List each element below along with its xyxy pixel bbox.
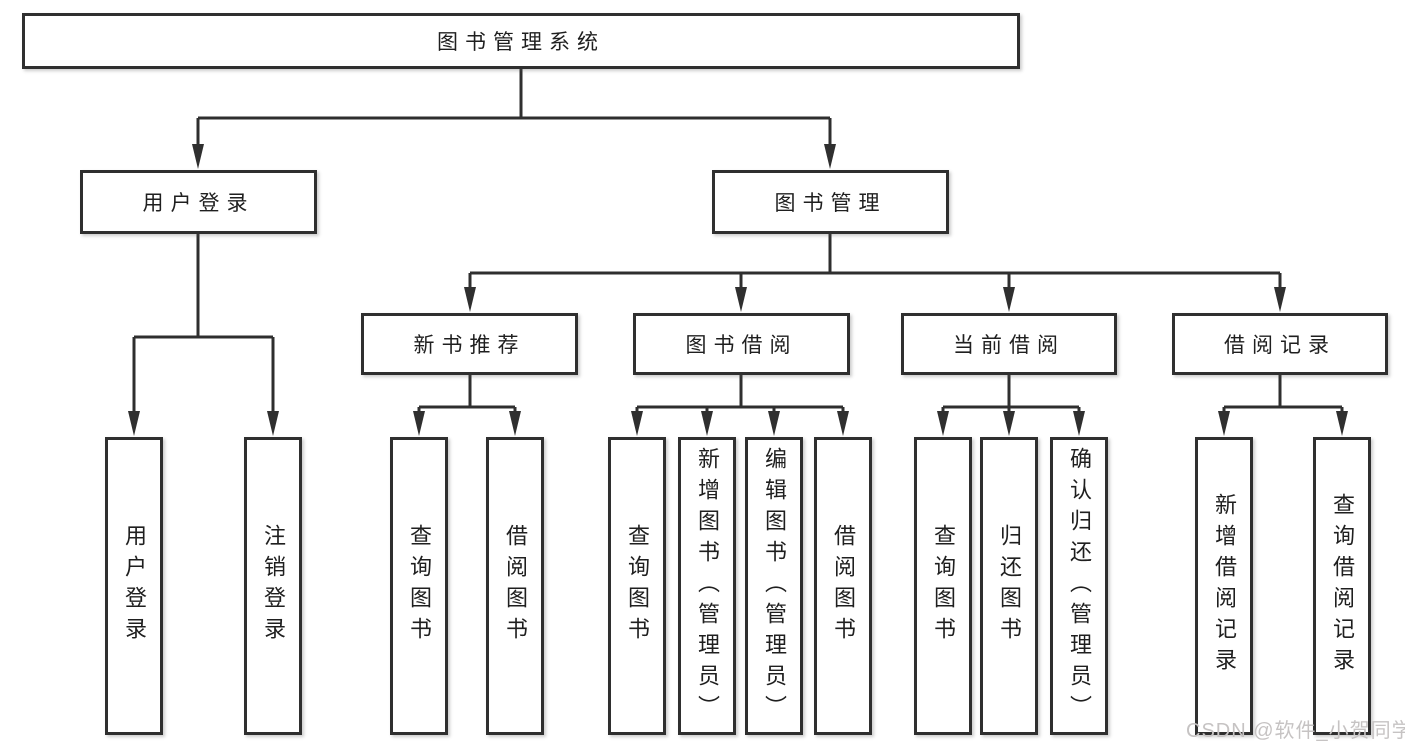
node-user-login-module: 用户登录 xyxy=(80,170,317,234)
arrow-down-icon xyxy=(1003,411,1015,436)
arrow-down-icon xyxy=(413,411,425,436)
leaf-logout: 注销登录 xyxy=(244,437,302,735)
leaf-user-login: 用户登录 xyxy=(105,437,163,735)
node-current-borrowing: 当前借阅 xyxy=(901,313,1117,375)
node-book-borrowing: 图书借阅 xyxy=(633,313,850,375)
node-library-system: 图书管理系统 xyxy=(22,13,1020,69)
arrow-down-icon xyxy=(1274,287,1286,312)
arrow-down-icon xyxy=(464,287,476,312)
node-borrowing-records: 借阅记录 xyxy=(1172,313,1388,375)
leaf-edit-books-admin: 编辑图书（管理员） xyxy=(745,437,803,735)
arrow-down-icon xyxy=(1003,287,1015,312)
arrow-down-icon xyxy=(768,411,780,436)
connector-segments xyxy=(132,69,1344,413)
arrow-down-icon xyxy=(837,411,849,436)
leaf-query-books-borrow: 查询图书 xyxy=(608,437,666,735)
leaf-borrow-books-recommend: 借阅图书 xyxy=(486,437,544,735)
arrow-down-icon xyxy=(1218,411,1230,436)
arrow-down-icon xyxy=(937,411,949,436)
arrow-down-icon xyxy=(701,411,713,436)
arrow-down-icon xyxy=(1073,411,1085,436)
node-book-management-module: 图书管理 xyxy=(712,170,949,234)
leaf-confirm-return-admin: 确认归还（管理员） xyxy=(1050,437,1108,735)
arrow-down-icons xyxy=(128,144,1348,436)
leaf-add-books-admin: 新增图书（管理员） xyxy=(678,437,736,735)
node-new-book-recommendation: 新书推荐 xyxy=(361,313,578,375)
arrow-down-icon xyxy=(824,144,836,169)
arrow-down-icon xyxy=(267,411,279,436)
leaf-query-books-recommend: 查询图书 xyxy=(390,437,448,735)
arrow-down-icon xyxy=(192,144,204,169)
arrow-down-icon xyxy=(128,411,140,436)
leaf-query-books-current: 查询图书 xyxy=(914,437,972,735)
leaf-borrow-books: 借阅图书 xyxy=(814,437,872,735)
arrow-down-icon xyxy=(735,287,747,312)
leaf-add-borrow-record: 新增借阅记录 xyxy=(1195,437,1253,735)
arrow-down-icon xyxy=(631,411,643,436)
csdn-watermark: CSDN @软件_小贺同学 xyxy=(1186,720,1405,742)
leaf-query-borrow-record: 查询借阅记录 xyxy=(1313,437,1371,735)
leaf-return-books: 归还图书 xyxy=(980,437,1038,735)
arrow-down-icon xyxy=(1336,411,1348,436)
arrow-down-icon xyxy=(509,411,521,436)
